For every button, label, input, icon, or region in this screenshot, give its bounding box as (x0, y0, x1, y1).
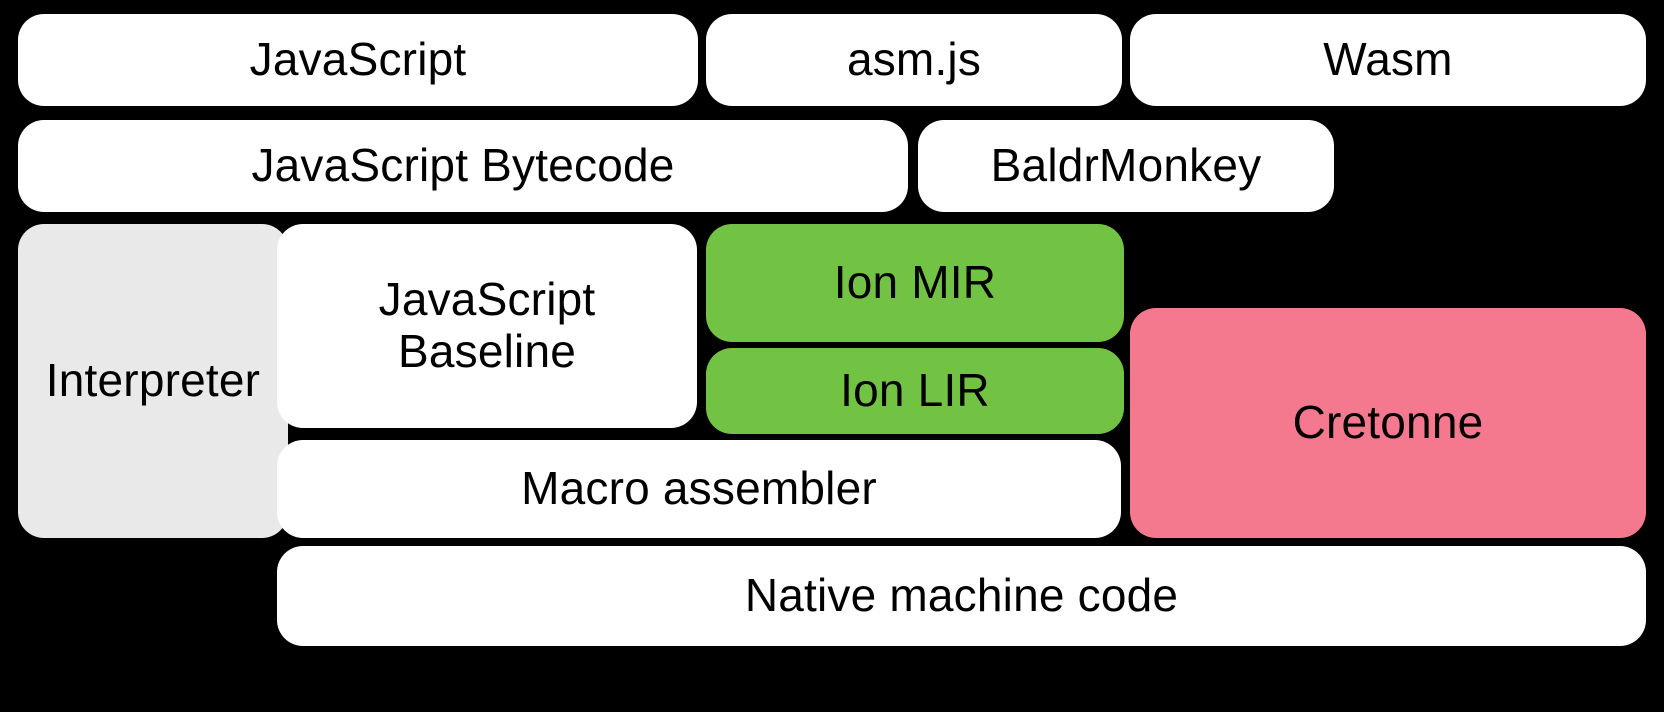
node-wasm: Wasm (1130, 14, 1646, 106)
node-baldrmonkey: BaldrMonkey (918, 120, 1334, 212)
node-native-machine-code: Native machine code (277, 546, 1646, 646)
node-ion-mir: Ion MIR (706, 224, 1124, 342)
node-macro-assembler: Macro assembler (277, 440, 1121, 538)
node-javascript-baseline: JavaScript Baseline (277, 224, 697, 428)
node-asmjs: asm.js (706, 14, 1122, 106)
node-interpreter: Interpreter (18, 224, 288, 538)
node-javascript-bytecode: JavaScript Bytecode (18, 120, 908, 212)
node-ion-lir: Ion LIR (706, 348, 1124, 434)
node-cretonne: Cretonne (1130, 308, 1646, 538)
node-javascript: JavaScript (18, 14, 698, 106)
